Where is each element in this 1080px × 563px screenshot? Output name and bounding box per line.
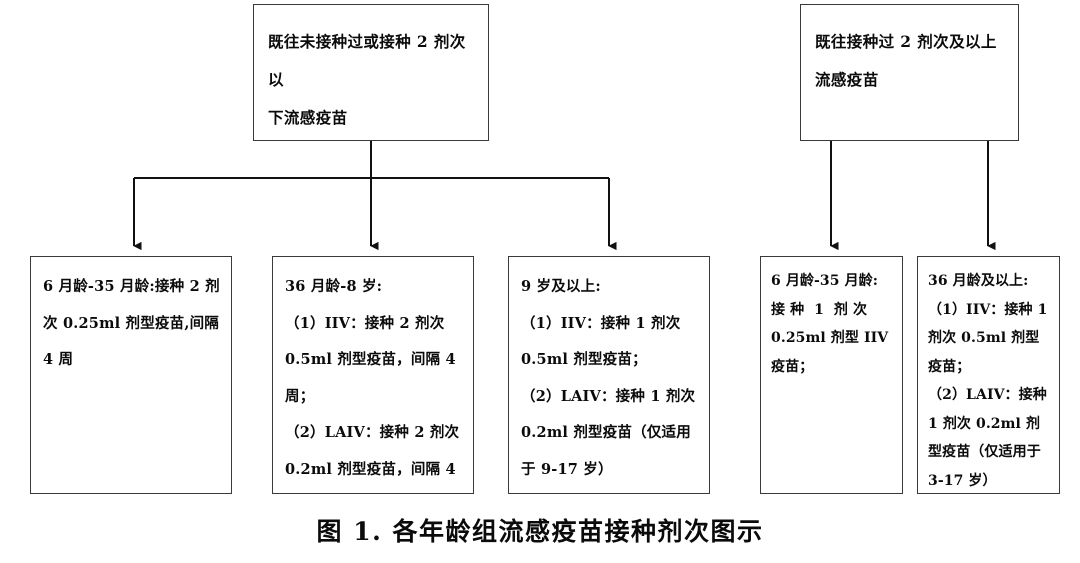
node-text: 36 月龄及以上: （1）IIV：接种 1 剂次 0.5ml 剂型疫苗； （2）…: [928, 273, 1048, 489]
node-text: 既往接种过 2 剂次及以上 流感疫苗: [815, 32, 997, 89]
node-age-6m-35m-right[interactable]: 6 月龄-35 月龄: 接 种 1 剂 次 0.25ml 剂型 IIV 疫苗；: [760, 256, 903, 494]
node-text: 既往未接种过或接种 2 剂次以 下流感疫苗: [268, 32, 466, 127]
connector-left-tree: [133, 141, 617, 251]
node-text: 9 岁及以上: （1）IIV：接种 1 剂次 0.5ml 剂型疫苗； （2）LA…: [521, 278, 696, 478]
connector-right-tree: [830, 141, 996, 251]
node-no-prior-or-under-2-doses[interactable]: 既往未接种过或接种 2 剂次以 下流感疫苗: [253, 4, 489, 141]
node-age-36m-8y[interactable]: 36 月龄-8 岁: （1）IIV：接种 2 剂次 0.5ml 剂型疫苗，间隔 …: [272, 256, 474, 494]
node-text: 36 月龄-8 岁: （1）IIV：接种 2 剂次 0.5ml 剂型疫苗，间隔 …: [285, 278, 460, 478]
node-age-36m-plus-right[interactable]: 36 月龄及以上: （1）IIV：接种 1 剂次 0.5ml 剂型疫苗； （2）…: [917, 256, 1060, 494]
node-text: 6 月龄-35 月龄:接种 2 剂次 0.25ml 剂型疫苗,间隔 4 周: [43, 278, 225, 368]
node-age-6m-35m[interactable]: 6 月龄-35 月龄:接种 2 剂次 0.25ml 剂型疫苗,间隔 4 周: [30, 256, 232, 494]
figure-caption: 图 1. 各年龄组流感疫苗接种剂次图示: [316, 517, 764, 546]
node-text: 6 月龄-35 月龄: 接 种 1 剂 次 0.25ml 剂型 IIV 疫苗；: [771, 273, 889, 375]
node-prior-2-doses-or-more[interactable]: 既往接种过 2 剂次及以上 流感疫苗: [800, 4, 1019, 141]
node-age-9y-plus[interactable]: 9 岁及以上: （1）IIV：接种 1 剂次 0.5ml 剂型疫苗； （2）LA…: [508, 256, 710, 494]
